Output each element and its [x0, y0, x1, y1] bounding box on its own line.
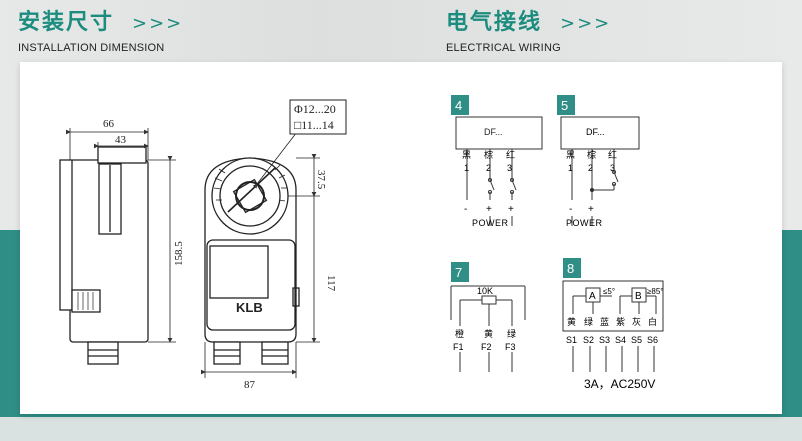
d4-sign-3: + — [508, 204, 514, 215]
dim-shaft-offset: 37.5 — [315, 170, 327, 190]
side-view — [59, 128, 176, 365]
dim-side-height: 117 — [325, 275, 337, 292]
d8-term-5: S5 — [631, 335, 642, 345]
shaft-square-size: □11...14 — [294, 118, 334, 132]
d4-term-2: 2 — [486, 163, 491, 173]
d8-term-1: S1 — [566, 335, 577, 345]
d4-wire-2: 棕 — [484, 149, 493, 160]
d8-term-2: S2 — [583, 335, 594, 345]
d4-term-1: 1 — [464, 163, 469, 173]
installation-title: 安装尺寸 — [18, 10, 115, 35]
d8-color-6: 白 — [648, 316, 657, 327]
d7-color-2: 黄 — [484, 328, 493, 339]
switch-a-label: A — [589, 291, 596, 302]
potentiometer-label: 10K — [477, 286, 493, 296]
diagram-5-number: 5 — [561, 98, 568, 113]
front-view — [201, 99, 347, 378]
d7-term-2: F2 — [481, 342, 492, 352]
d7-color-3: 绿 — [507, 328, 516, 339]
wiring-title: 电气接线 — [446, 10, 543, 35]
switch-a-angle: ≤5° — [603, 287, 615, 296]
d5-wire-1: 黑 — [566, 150, 575, 160]
switch-b-angle: ≥85° — [647, 287, 664, 296]
d7-term-1: F1 — [453, 342, 464, 352]
brand-logo: KLB — [236, 300, 263, 315]
wiring-diagram-4: 4 DF... 黑 棕 红 1 2 3 - + + POWER — [451, 95, 543, 228]
d8-term-4: S4 — [615, 335, 626, 345]
d4-term-3: 3 — [507, 163, 512, 173]
d4-sign-1: - — [464, 204, 467, 215]
d8-term-6: S6 — [647, 335, 658, 345]
dim-bottom-width: 87 — [244, 379, 256, 391]
wiring-diagram-8: 8 A B ≤5° ≥85° 黄 绿 蓝 紫 灰 白 S1 S2 S3 S4 S… — [562, 258, 664, 391]
d4-power-label: POWER — [472, 218, 509, 228]
d8-color-1: 黄 — [567, 316, 576, 327]
diagram-8-number: 8 — [567, 261, 574, 276]
d8-color-5: 灰 — [632, 316, 641, 327]
contact-rating: 3A，AC250V — [584, 377, 655, 391]
wiring-diagram-5: 5 DF... 黑 棕 红 1 2 3 - + POWER — [557, 95, 640, 228]
d4-wire-3: 红 — [506, 149, 515, 160]
switch-b-label: B — [635, 291, 642, 302]
dim-inner-width: 43 — [115, 134, 127, 146]
diagram-5-model: DF... — [586, 127, 605, 137]
wiring-diagram-7: 7 10K 橙 黄 绿 F1 F2 F3 — [450, 262, 526, 372]
dim-top-width: 66 — [103, 118, 115, 130]
dim-height: 158.5 — [173, 241, 185, 266]
d8-color-3: 蓝 — [600, 316, 609, 327]
diagram-4-number: 4 — [455, 98, 462, 113]
header-installation: 安装尺寸 >>> INSTALLATION DIMENSION — [18, 4, 183, 54]
d8-term-3: S3 — [599, 335, 610, 345]
d5-sign-2: + — [588, 204, 594, 215]
d5-term-3: 3 — [610, 163, 615, 173]
d5-power-label: POWER — [566, 218, 603, 228]
diagram-4-model: DF... — [484, 127, 503, 137]
d5-term-1: 1 — [568, 163, 573, 173]
d8-color-2: 绿 — [584, 316, 593, 327]
shaft-round-size: Φ12...20 — [294, 102, 336, 116]
chevrons-icon: >>> — [560, 13, 612, 34]
d8-color-4: 紫 — [616, 317, 625, 327]
d5-wire-3: 红 — [608, 149, 617, 160]
d5-sign-1: - — [569, 204, 572, 215]
installation-subtitle: INSTALLATION DIMENSION — [18, 42, 165, 54]
header-wiring: 电气接线 >>> ELECTRICAL WIRING — [446, 4, 611, 54]
wiring-subtitle: ELECTRICAL WIRING — [446, 42, 561, 54]
d4-wire-1: 黑 — [462, 150, 471, 160]
d4-sign-2: + — [486, 204, 492, 215]
chevrons-icon: >>> — [132, 13, 184, 34]
diagram-7-number: 7 — [455, 265, 462, 280]
d5-term-2: 2 — [588, 163, 593, 173]
d7-color-1: 橙 — [455, 328, 464, 339]
d5-wire-2: 棕 — [587, 149, 596, 160]
d7-term-3: F3 — [505, 342, 516, 352]
